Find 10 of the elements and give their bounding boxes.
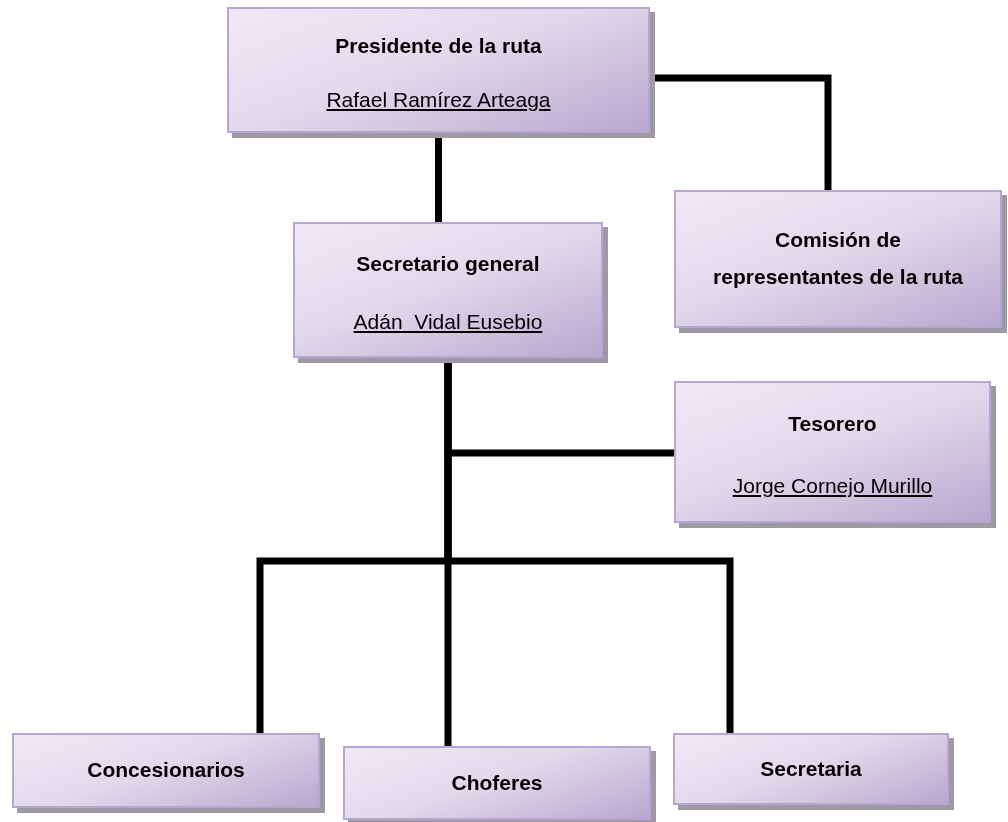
person-name: Jorge Cornejo Murillo [732, 473, 933, 498]
role-title: Secretario general [356, 250, 540, 277]
role-title: Concesionarios [87, 757, 245, 784]
role-title: Tesorero [788, 411, 877, 438]
person-name: Adán Vidal Eusebio [353, 310, 543, 335]
role-title: Choferes [451, 769, 543, 796]
person-name: Rafael Ramírez Arteaga [326, 87, 551, 112]
role-title: Secretaria [760, 755, 862, 782]
role-title: Comisión de representantes de la ruta [712, 227, 964, 290]
role-title: Presidente de la ruta [335, 33, 542, 60]
